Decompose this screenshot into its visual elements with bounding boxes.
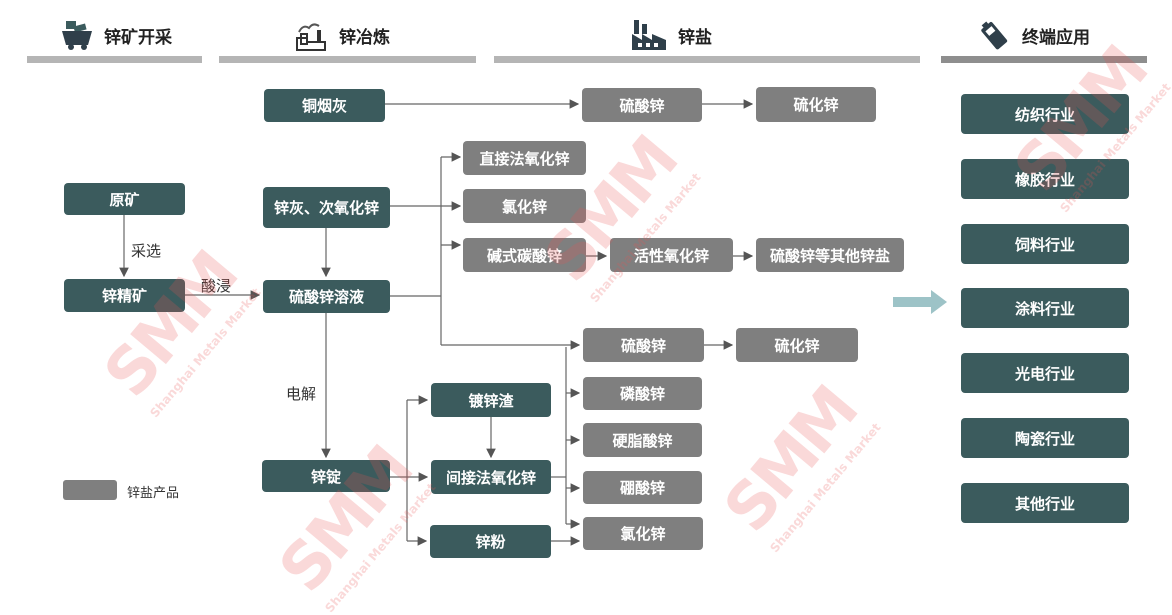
node-zinc-sulfate-top: 硫酸锌 xyxy=(582,88,702,122)
node-zinc-stearate: 硬脂酸锌 xyxy=(583,423,702,457)
node-zinc-chloride-mid: 氯化锌 xyxy=(463,189,586,223)
furnace-icon xyxy=(295,18,329,52)
zinc-industry-chain-diagram: 锌矿开采 锌冶炼 锌盐 终端应用 xyxy=(27,18,1172,615)
connector-lines xyxy=(119,99,754,546)
node-basic-zinc-carbonate: 碱式碳酸锌 xyxy=(463,238,586,272)
node-zinc-sulfide-low: 硫化锌 xyxy=(736,328,858,362)
node-copper-ash: 铜烟灰 xyxy=(264,89,385,122)
node-zinc-concentrate: 锌精矿 xyxy=(64,279,185,312)
node-zinc-sulfate-and-other-salts: 硫酸锌等其他锌盐 xyxy=(756,238,904,272)
header-salts: 锌盐 xyxy=(630,18,712,52)
node-galvanizing-dross: 镀锌渣 xyxy=(431,383,551,417)
legend-label: 锌盐产品 xyxy=(127,486,180,501)
header-divider-salts xyxy=(494,56,920,63)
end-use-rubber: 橡胶行业 xyxy=(961,159,1129,199)
header-end-use-label: 终端应用 xyxy=(1022,27,1090,48)
node-zinc-sulfate-solution: 硫酸锌溶液 xyxy=(263,280,390,313)
node-zinc-chloride-low: 氯化锌 xyxy=(583,517,703,550)
header-divider-smelting xyxy=(219,56,476,63)
node-zinc-ingot: 锌锭 xyxy=(262,460,390,492)
end-use-feed: 饲料行业 xyxy=(961,224,1129,264)
battery-icon xyxy=(978,18,1012,52)
node-indirect-zinc-oxide: 间接法氧化锌 xyxy=(431,460,551,494)
end-use-optoelectronics: 光电行业 xyxy=(961,353,1129,393)
header-mining: 锌矿开采 xyxy=(60,18,172,52)
node-zinc-phosphate: 磷酸锌 xyxy=(583,377,702,410)
header-smelting-label: 锌冶炼 xyxy=(339,27,390,48)
node-active-zinc-oxide: 活性氧化锌 xyxy=(610,238,733,272)
header-salts-label: 锌盐 xyxy=(678,27,712,48)
edge-label-acid-leach: 酸浸 xyxy=(201,277,232,295)
node-zinc-sulfide-top: 硫化锌 xyxy=(756,87,876,122)
node-zinc-borate: 硼酸锌 xyxy=(583,471,702,504)
node-direct-zinc-oxide: 直接法氧化锌 xyxy=(463,141,586,175)
header-divider-mining xyxy=(27,56,202,63)
end-use-other: 其他行业 xyxy=(961,483,1129,523)
edge-label-electrolysis: 电解 xyxy=(286,385,317,403)
header-smelting: 锌冶炼 xyxy=(295,18,390,52)
mining-cart-icon xyxy=(60,19,94,51)
factory-icon xyxy=(630,18,668,52)
node-zinc-ash-secondary-zno: 锌灰、次氧化锌 xyxy=(263,187,390,228)
node-raw-ore: 原矿 xyxy=(64,183,185,215)
end-use-ceramics: 陶瓷行业 xyxy=(961,418,1129,458)
header-mining-label: 锌矿开采 xyxy=(104,27,172,48)
header-divider-end-use xyxy=(941,56,1147,63)
node-zinc-powder: 锌粉 xyxy=(430,525,551,558)
end-use-textile: 纺织行业 xyxy=(961,94,1129,134)
legend-swatch xyxy=(63,480,117,500)
header-end-use: 终端应用 xyxy=(978,18,1090,52)
flow-arrow-icon xyxy=(893,290,947,314)
edge-label-beneficiation: 采选 xyxy=(131,242,162,260)
node-zinc-sulfate-low: 硫酸锌 xyxy=(583,328,704,362)
end-use-coatings: 涂料行业 xyxy=(961,288,1129,328)
